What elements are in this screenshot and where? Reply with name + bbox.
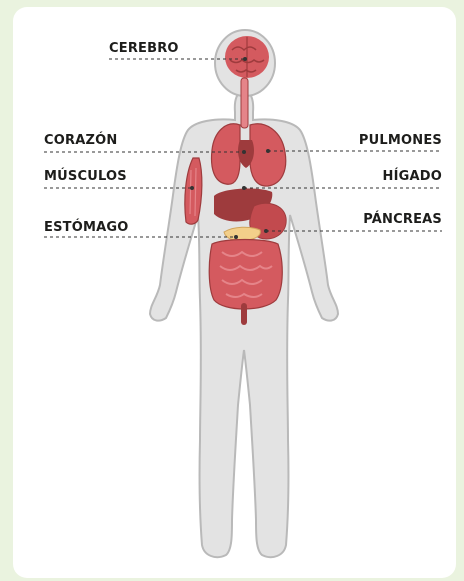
brain-organ bbox=[225, 36, 269, 78]
label-corazon: CORAZÓN bbox=[44, 133, 117, 148]
label-cerebro: CEREBRO bbox=[109, 41, 179, 56]
label-musculos: MÚSCULOS bbox=[44, 169, 127, 184]
label-higado: HÍGADO bbox=[383, 169, 443, 184]
label-pancreas: PÁNCREAS bbox=[363, 212, 442, 227]
pancreas-organ bbox=[224, 227, 260, 240]
label-estomago: ESTÓMAGO bbox=[44, 220, 128, 235]
label-pulmones: PULMONES bbox=[359, 133, 442, 148]
trachea bbox=[241, 78, 248, 128]
